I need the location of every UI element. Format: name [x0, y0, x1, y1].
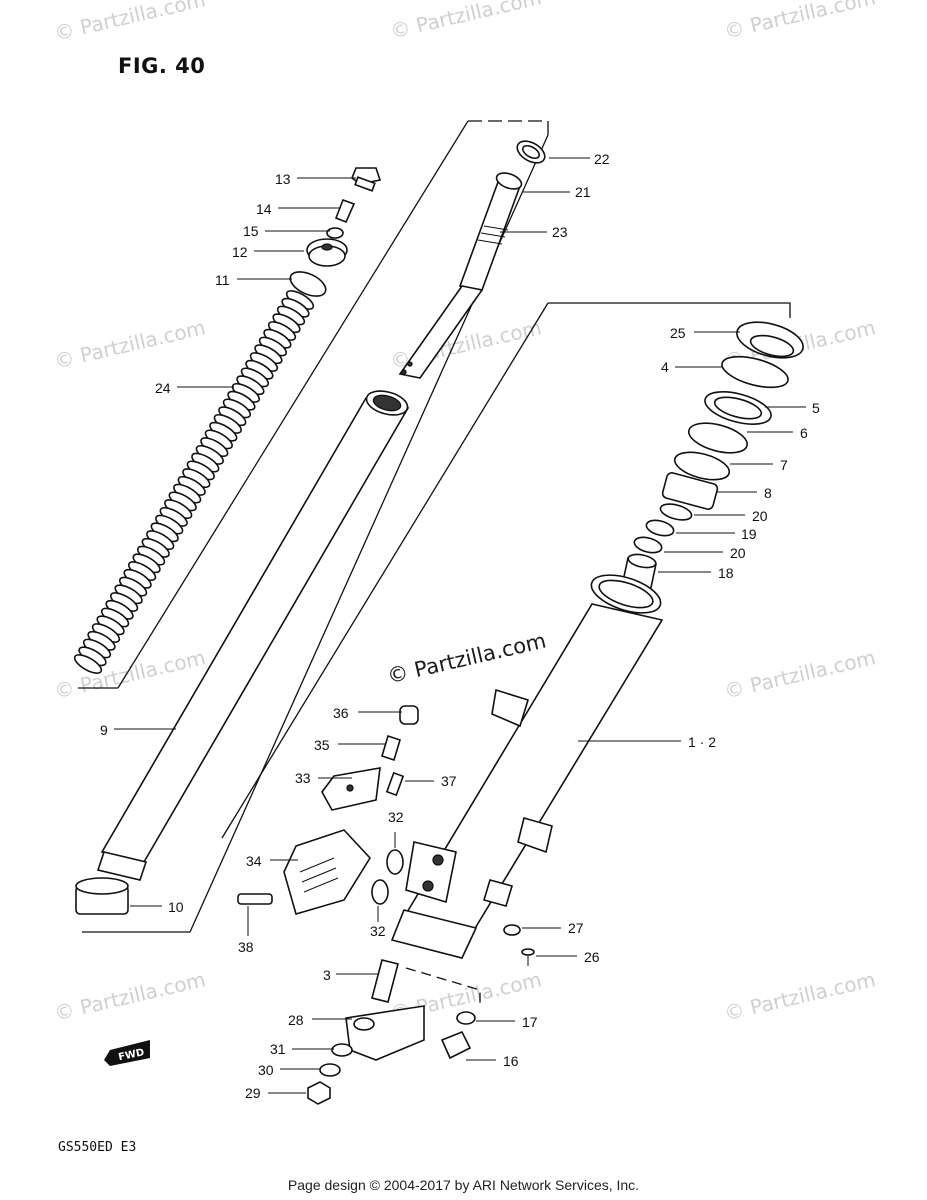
callout-label: 34 [246, 853, 262, 869]
callout-label: 20 [752, 508, 768, 524]
fig-title: FIG. 40 [118, 54, 206, 78]
part-20-gasket-upper [659, 503, 693, 521]
callout-label: 9 [100, 722, 108, 738]
callout-label: 21 [575, 184, 591, 200]
part-27-washer [503, 924, 521, 936]
part-29-nut [307, 1081, 331, 1105]
callout-label: 7 [780, 457, 788, 473]
callout-label: 30 [258, 1062, 274, 1078]
callout-label: 26 [584, 949, 600, 965]
callout-label: 13 [275, 171, 291, 187]
part-30-washer [319, 1063, 341, 1077]
callout-label: 29 [245, 1085, 261, 1101]
model-code: GS550ED E3 [58, 1140, 137, 1155]
subassembly-outline-right [221, 302, 791, 1004]
callout-label: 20 [730, 545, 746, 561]
part-22-oil-seal [516, 140, 546, 164]
callout-label: 11 [215, 272, 230, 288]
part-19-ring [645, 519, 675, 537]
callout-label: 32 [370, 923, 386, 939]
part-17-washer [456, 1011, 476, 1025]
part-9-inner-tube [96, 390, 410, 881]
part-31-washer [331, 1043, 353, 1057]
part-1-2-outer-tube [390, 574, 664, 959]
part-35-bleed-valve [381, 734, 401, 762]
part-14-bolt [334, 198, 356, 224]
part-11-o-ring [289, 271, 327, 297]
part-20-gasket-lower [633, 536, 663, 554]
callout-label: 35 [314, 737, 330, 753]
part-36-cap [399, 705, 419, 725]
callout-label: 24 [155, 380, 171, 396]
callout-label: 10 [168, 899, 184, 915]
part-3-stud [371, 959, 399, 1003]
part-7-guide-bushing [673, 451, 731, 481]
callout-label: 33 [295, 770, 311, 786]
callout-label: 4 [661, 359, 669, 375]
callout-label: 18 [718, 565, 734, 581]
callout-label: 17 [522, 1014, 538, 1030]
callout-label: 25 [670, 325, 686, 341]
callout-label: 6 [800, 425, 808, 441]
callout-label: 28 [288, 1012, 304, 1028]
callout-label: 38 [238, 939, 254, 955]
callout-label: 5 [812, 400, 820, 416]
part-34-cover [283, 829, 372, 915]
callout-label: 36 [333, 705, 349, 721]
callout-label: 16 [503, 1053, 519, 1069]
callout-label: 32 [388, 809, 404, 825]
part-26-screw [521, 948, 535, 966]
part-8-slide-bushing [661, 472, 719, 510]
forward-direction-badge: FWD [104, 1040, 150, 1066]
part-24-fork-spring [73, 290, 315, 674]
part-12-spring-seat [306, 238, 348, 267]
part-32-o-ring-upper [386, 849, 404, 875]
part-13-cap-bolt [351, 167, 382, 192]
callout-label: 31 [270, 1041, 286, 1057]
callout-label: 8 [764, 485, 772, 501]
callout-label: 3 [323, 967, 331, 983]
callout-label: 37 [441, 773, 457, 789]
part-15-o-ring [326, 227, 344, 239]
callout-label: 14 [256, 201, 272, 217]
part-16-bolt [440, 1030, 472, 1060]
callout-label: 1 · 2 [688, 734, 716, 750]
part-6-washer [688, 422, 748, 454]
footer-credit: Page design © 2004-2017 by ARI Network S… [287, 1177, 640, 1193]
callout-label: 19 [741, 526, 757, 542]
part-5-oil-seal [704, 391, 772, 425]
callout-label: 15 [243, 223, 259, 239]
part-21-damper-rod [398, 172, 523, 379]
part-37-bolt [385, 771, 405, 797]
part-4-retaining-clip [721, 355, 789, 389]
part-32-o-ring-lower [371, 879, 389, 905]
part-10-slide-bushing [75, 877, 129, 915]
part-33-hose-fitting [321, 767, 381, 811]
part-25-dust-seal [736, 321, 804, 359]
part-38-screw [237, 893, 273, 905]
svg-text:FWD: FWD [117, 1047, 145, 1063]
callout-label: 12 [232, 244, 248, 260]
callout-label: 23 [552, 224, 568, 240]
spring-coil [73, 654, 103, 674]
part-28-axle-holder [345, 1005, 425, 1061]
callout-label: 27 [568, 920, 584, 936]
callout-label: 22 [594, 151, 610, 167]
